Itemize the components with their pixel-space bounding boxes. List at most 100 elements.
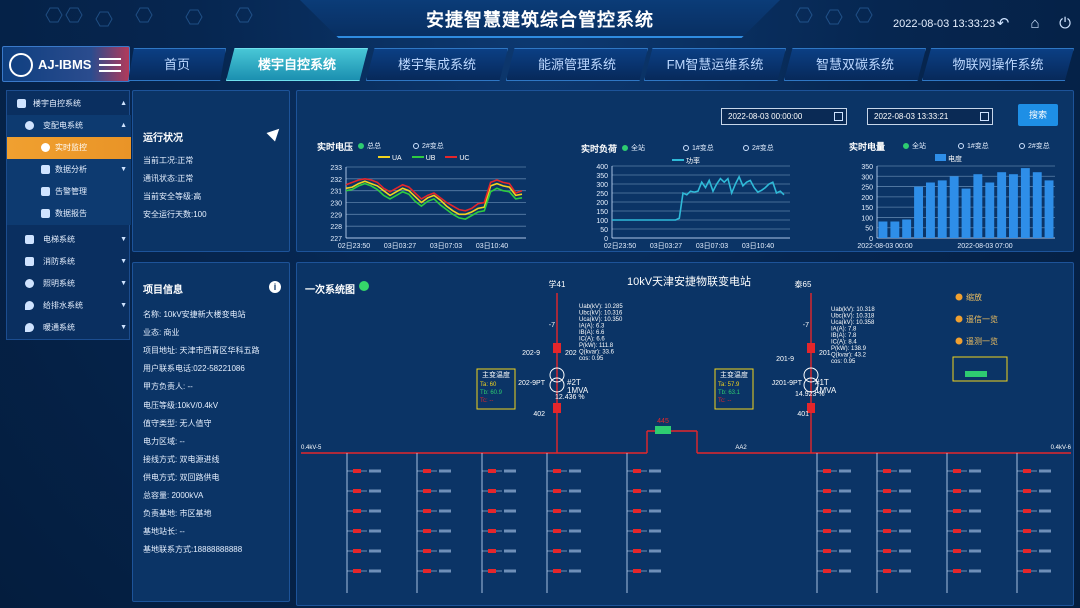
sidebar-item-power-distribution[interactable]: 变配电系统 ▲	[7, 115, 131, 137]
x-tick-label: 02日23:50	[604, 242, 636, 250]
bar	[1044, 180, 1054, 238]
branch-load	[969, 549, 981, 553]
legend-item-ub: UB	[411, 155, 435, 162]
nav-dual-carbon[interactable]: 智慧双碳系统	[784, 48, 926, 81]
building-icon	[17, 99, 26, 108]
x-tick-label: 02日23:50	[338, 242, 370, 250]
branch-breaker	[488, 509, 496, 513]
nav-fm-operations[interactable]: FM智慧运维系统	[644, 48, 786, 81]
load-radio-t1[interactable]: 1#变总	[683, 143, 714, 153]
sidebar-item-lighting[interactable]: 照明系统 ▼	[7, 273, 131, 295]
energy-radio-t2[interactable]: 2#变总	[1019, 141, 1050, 151]
calendar-icon[interactable]	[980, 112, 989, 121]
x-tick-label: 2022-08-03 07:00	[957, 243, 1012, 250]
y-tick-label: 232	[330, 177, 342, 184]
branch-load	[899, 549, 911, 553]
branch-load	[1039, 529, 1051, 533]
branch-load	[369, 509, 381, 513]
sidebar-item-data-analysis[interactable]: 数据分析 ▼	[7, 159, 131, 181]
project-line: 接线方式: 双电源进线	[143, 454, 220, 464]
nav-energy-management[interactable]: 能源管理系统	[506, 48, 648, 81]
project-panel: 项目信息 i 名称: 10kV安捷新大楼变电站业态: 商业项目地址: 天津市西青…	[132, 262, 290, 602]
sidebar-item-realtime-monitor[interactable]: 实时监控	[7, 137, 131, 159]
breaker-label: J201-9PT	[772, 380, 803, 387]
sidebar-item-water[interactable]: 给排水系统 ▼	[7, 295, 131, 317]
sidebar-item-elevator[interactable]: 电梯系统 ▼	[7, 229, 131, 251]
bus-label: 0.4kV-6	[1051, 445, 1072, 451]
y-tick-label: 250	[596, 191, 608, 198]
y-tick-label: 200	[596, 200, 608, 207]
branch-breaker	[883, 469, 891, 473]
status-line: 当前工况:正常	[143, 156, 194, 165]
y-tick-label: 230	[330, 201, 342, 208]
branch-breaker	[883, 569, 891, 573]
branch-breaker	[553, 489, 561, 493]
branch-breaker	[633, 549, 641, 553]
option-bullet	[955, 293, 963, 301]
branch-load	[439, 509, 451, 513]
measurement-text: Uca(kV): 10.358	[831, 320, 875, 326]
nav-building-integration[interactable]: 楼宇集成系统	[366, 48, 508, 81]
legend-label: UA	[392, 155, 402, 162]
nav-home[interactable]: 首页	[128, 48, 226, 81]
load-radio-t2[interactable]: 2#变总	[743, 143, 774, 153]
monitor-icon	[41, 143, 50, 152]
chevron-up-icon: ▲	[120, 100, 127, 107]
load-radio-all[interactable]: 全站	[622, 143, 645, 153]
voltage-radio-t2[interactable]: 2#变总	[413, 141, 444, 151]
calendar-icon[interactable]	[834, 112, 843, 121]
branch-load	[969, 529, 981, 533]
end-date-input[interactable]: 2022-08-03 13:33:21	[867, 108, 993, 125]
y-tick-label: 0	[869, 236, 873, 243]
x-tick-label: 03日03:27	[650, 242, 682, 250]
back-icon[interactable]: ↶	[996, 15, 1010, 32]
branch-breaker	[883, 529, 891, 533]
radio-label: 1#变总	[692, 145, 714, 152]
x-tick-label: 03日10:40	[742, 242, 774, 250]
sidebar-item-label: 暖通系统	[43, 323, 75, 332]
sidebar-item-building-control[interactable]: 楼宇自控系统 ▲	[7, 93, 131, 115]
bar	[914, 186, 923, 238]
sidebar-item-label: 照明系统	[43, 279, 75, 288]
branch-load	[504, 569, 516, 573]
branch-breaker	[823, 469, 831, 473]
measurement-text: P(kW): 138.9	[831, 346, 867, 352]
info-icon[interactable]: i	[269, 281, 281, 293]
branch-load	[369, 549, 381, 553]
home-icon[interactable]: ⌂	[1030, 15, 1040, 32]
branch-breaker	[423, 529, 431, 533]
logo-mark	[9, 53, 33, 77]
nav-building-control[interactable]: 楼宇自控系统	[226, 48, 368, 81]
sidebar-item-alarm-management[interactable]: 告警管理	[7, 181, 131, 203]
measurement-text: IA(A): 7.8	[831, 327, 857, 333]
breaker-label: 202-9PT	[518, 380, 546, 387]
branch-breaker	[423, 569, 431, 573]
search-button[interactable]: 搜索	[1018, 104, 1058, 126]
voltage-radio-total[interactable]: 总总	[358, 141, 381, 151]
energy-radio-t1[interactable]: 1#变总	[958, 141, 989, 151]
sidebar-item-hvac[interactable]: 暖通系统 ▼	[7, 317, 131, 339]
branch-breaker	[953, 509, 961, 513]
energy-radio-all[interactable]: 全站	[903, 141, 926, 151]
temp-box	[476, 368, 516, 410]
transformer-percent: 12.436 %	[555, 394, 585, 401]
branch-load	[504, 469, 516, 473]
left-feeder-label: 学41	[549, 279, 566, 289]
branch-breaker	[553, 569, 561, 573]
measurement-text: Q(kvar): 43.2	[831, 353, 867, 359]
power-icon[interactable]: ⏻	[1059, 15, 1071, 32]
nav-iot-os[interactable]: 物联网操作系统	[922, 48, 1074, 81]
start-date-input[interactable]: 2022-08-03 00:00:00	[721, 108, 847, 125]
sidebar-item-fire[interactable]: 消防系统 ▼	[7, 251, 131, 273]
project-line: 项目地址: 天津市西青区华科五路	[143, 346, 260, 356]
y-tick-label: 200	[861, 195, 873, 202]
station-title: 10kV天津安捷物联变电站	[627, 274, 751, 288]
legend-item-uc: UC	[445, 155, 470, 162]
branch-load	[839, 469, 851, 473]
measurement-text: Uab(kV): 10.285	[579, 304, 623, 310]
menu-toggle-icon[interactable]	[99, 58, 121, 72]
branch-breaker	[823, 489, 831, 493]
sidebar-item-data-report[interactable]: 数据报告	[7, 203, 131, 225]
branch-load	[899, 569, 911, 573]
